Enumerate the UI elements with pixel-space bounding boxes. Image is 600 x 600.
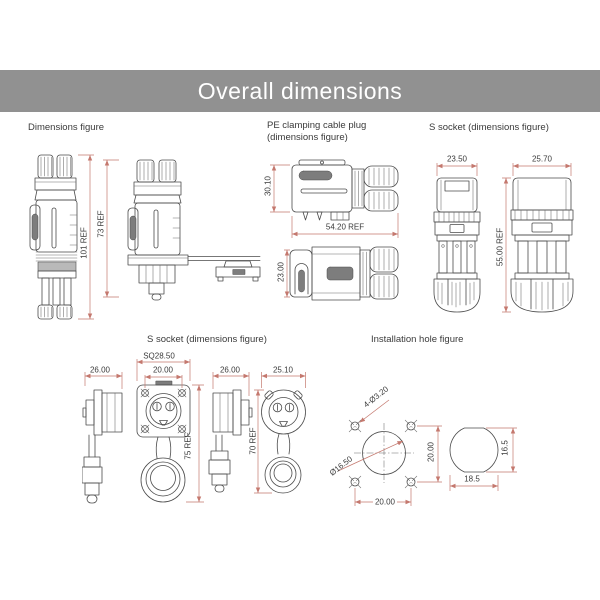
dim-label-sq28-50: SQ28.50 [143,351,175,361]
dimensions-figure-drawing [25,148,270,328]
s-socket-view-b [510,177,574,313]
pe-plug-front-view [289,246,399,301]
dimension-lines [84,359,306,503]
banner-title: Overall dimensions [197,77,403,104]
s-socket-side-drawing [425,150,585,322]
dimension-lines [436,163,572,313]
s-socket-view-a [433,177,481,313]
label-pe-clamping-plug: PE clamping cable plug (dimensions figur… [267,120,366,144]
dim-label-23-50: 23.50 [446,154,468,164]
plug-side-views-svg [29,154,261,320]
dim-label-101-ref: 101 REF [79,227,89,259]
dimension-lines [270,164,399,298]
pe-plug-drawing [255,150,405,312]
dim-label-20-00-v: 20.00 [426,441,436,463]
dim-label-54-20-ref: 54.20 REF [325,222,365,232]
dimension-lines [78,154,119,320]
dim-label-75-ref: 75 REF [183,432,193,460]
label-pe-line1: PE clamping cable plug [267,120,367,131]
pe-plug-top-view [291,159,399,221]
dim-label-18-5: 18.5 [464,474,480,484]
label-installation-hole: Installation hole figure [371,334,464,345]
dim-label-26-00-b: 26.00 [219,365,241,375]
hole-outlines [350,421,499,487]
s-socket-panel-drawing [82,348,317,558]
dim-label-73-ref: 73 REF [96,210,106,238]
dim-label-55-00-ref: 55.00 REF [495,227,505,267]
dim-label-25-70: 25.70 [531,154,553,164]
label-pe-line2: (dimensions figure) [267,132,348,143]
plug-panel-drawing [127,159,261,301]
dim-label-70-ref: 70 REF [248,427,258,455]
section-banner: Overall dimensions [0,70,600,112]
s-socket-panel-svg [82,359,306,504]
plug-full-drawing [29,154,78,320]
dim-label-23-00: 23.00 [276,261,286,283]
dim-label-16-5: 16.5 [500,440,510,456]
socket-side-view-1 [82,389,123,504]
socket-flange-front-view [136,380,191,503]
label-s-socket-panel: S socket (dimensions figure) [147,334,267,345]
socket-round-front-view [261,389,306,494]
s-socket-views-svg [433,163,574,313]
dim-label-20-00-h: 20.00 [372,497,398,507]
dim-label-25-10: 25.10 [272,365,294,375]
label-dimensions-figure: Dimensions figure [28,122,105,133]
socket-side-view-2 [208,389,253,493]
center-lines [348,419,418,489]
dim-label-20-00-screws: 20.00 [152,365,174,375]
dim-label-30-10: 30.10 [263,175,273,197]
dim-label-26-00-a: 26.00 [89,365,111,375]
pe-plug-views-svg [270,159,399,301]
label-s-socket-side: S socket (dimensions figure) [429,122,549,133]
